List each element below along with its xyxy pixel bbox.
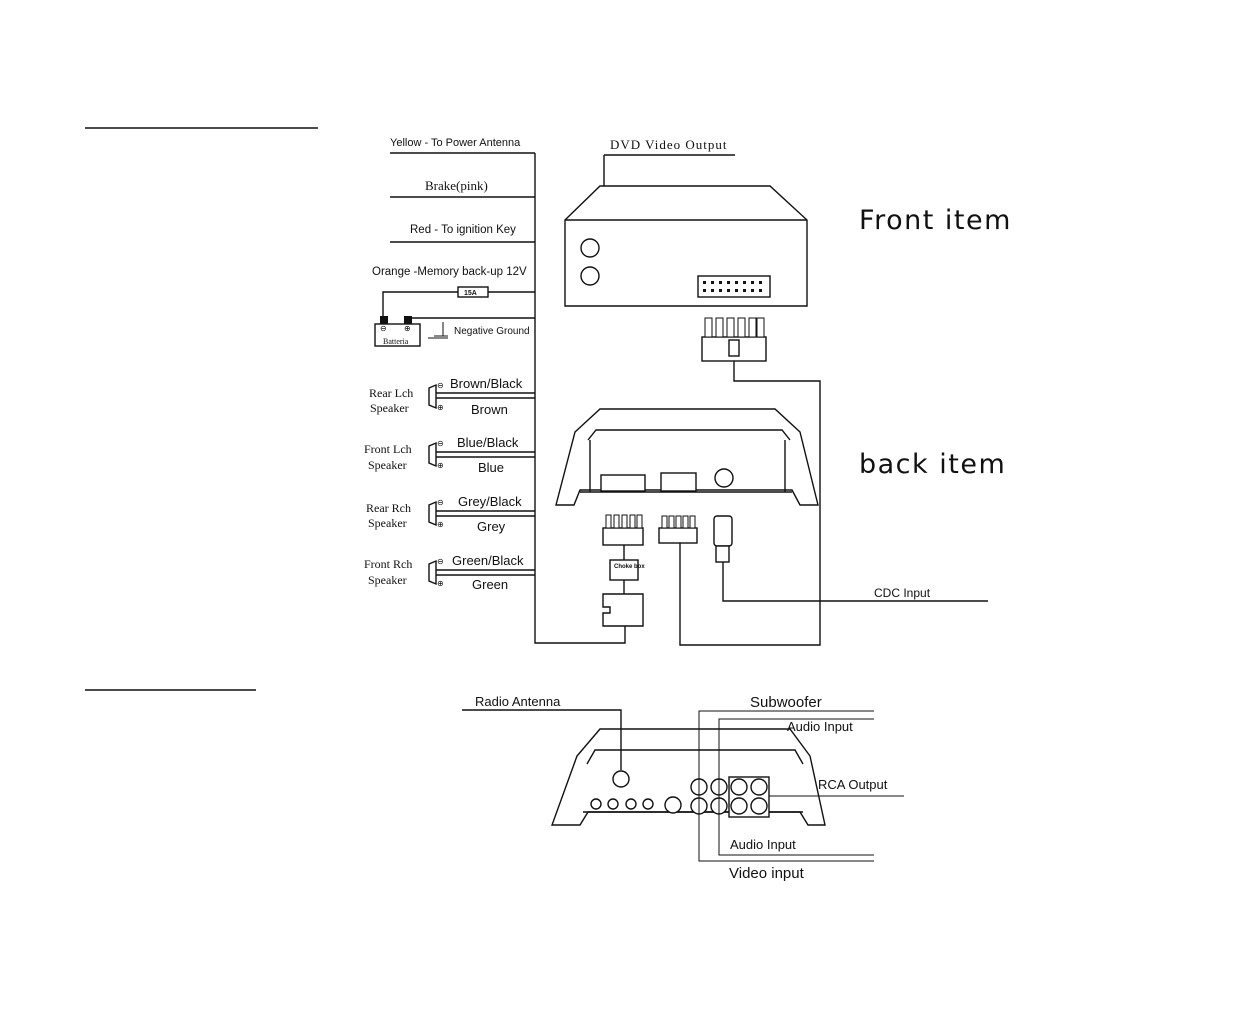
svg-text:⊕: ⊕ — [437, 520, 444, 529]
radio-antenna-label: Radio Antenna — [475, 694, 561, 709]
yellow-wire-label: Yellow - To Power Antenna — [390, 137, 521, 149]
plug-left — [602, 527, 644, 546]
svg-text:⊖: ⊖ — [437, 498, 444, 507]
orange-wire-label: Orange -Memory back-up 12V — [372, 266, 527, 278]
svg-text:Front Rch: Front Rch — [364, 557, 412, 571]
choke-box — [609, 559, 639, 581]
rear-panel: Radio Antenna Subwoofer Audio Input RCA … — [462, 694, 904, 882]
fuse-icon — [457, 286, 489, 298]
subwoofer-label: Subwoofer — [750, 694, 822, 711]
svg-text:Green: Green — [472, 577, 508, 592]
ground-label: Negative Ground — [454, 326, 530, 337]
svg-text:Front Lch: Front Lch — [364, 442, 412, 456]
svg-text:Blue: Blue — [478, 460, 504, 475]
svg-text:Brown/Black: Brown/Black — [450, 376, 523, 391]
svg-text:Speaker: Speaker — [368, 516, 407, 530]
svg-text:⊕: ⊕ — [437, 403, 444, 412]
front-unit-body — [564, 185, 808, 307]
choke-box-label: Choke box — [614, 564, 645, 570]
svg-text:⊖: ⊖ — [380, 324, 387, 333]
speaker-icon — [428, 383, 437, 410]
svg-text:⊕: ⊕ — [437, 461, 444, 470]
svg-text:Brown: Brown — [471, 402, 508, 417]
front-unit: DVD Video Output — [564, 137, 821, 646]
svg-text:⊕: ⊕ — [404, 324, 411, 333]
red-wire-label: Red - To ignition Key — [410, 224, 516, 236]
svg-text:Blue/Black: Blue/Black — [457, 435, 519, 450]
svg-text:⊖: ⊖ — [437, 439, 444, 448]
svg-text:⊖: ⊖ — [437, 557, 444, 566]
battery-label: Batteria — [383, 337, 409, 346]
back-unit: Choke box CDC Input — [555, 408, 988, 627]
plug-mid — [658, 527, 698, 544]
speaker-front-lch: Front Lch Speaker ⊖ ⊕ Blue/Black Blue — [364, 435, 535, 475]
cdc-input-label: CDC Input — [874, 586, 931, 600]
svg-text:⊕: ⊕ — [437, 579, 444, 588]
power-wires: Yellow - To Power Antenna Brake(pink) Re… — [372, 137, 535, 347]
svg-text:Speaker: Speaker — [370, 401, 409, 415]
svg-text:Rear Rch: Rear Rch — [366, 501, 411, 515]
video-jack-2 — [580, 266, 600, 286]
fuse-label: 15A — [464, 290, 477, 297]
video-input-label: Video input — [729, 865, 805, 882]
brake-wire-label: Brake(pink) — [425, 178, 488, 193]
speaker-icon — [428, 500, 437, 527]
svg-text:Grey: Grey — [477, 519, 506, 534]
iso-connector — [602, 593, 644, 627]
antenna-jack — [612, 770, 630, 788]
rear-panel-body — [551, 728, 826, 826]
speaker-rear-lch: Rear Lch Speaker ⊖ ⊕ Brown/Black Brown — [369, 376, 535, 417]
speaker-front-rch: Front Rch Speaker ⊖ ⊕ Green/Black Green — [364, 553, 535, 592]
speaker-icon — [428, 559, 437, 586]
svg-text:Green/Black: Green/Black — [452, 553, 524, 568]
video-input-leader — [698, 710, 874, 862]
audio-input-top-label: Audio Input — [787, 719, 853, 734]
svg-text:Speaker: Speaker — [368, 458, 407, 472]
back-round-jack — [714, 468, 734, 488]
video-jack-1 — [580, 238, 600, 258]
back-connector-mid — [660, 472, 697, 492]
audio-input-bottom-label: Audio Input — [730, 837, 796, 852]
battery-icon: ⊖ ⊕ Batteria — [374, 316, 421, 347]
front-unit-connector — [697, 275, 771, 298]
svg-text:⊖: ⊖ — [437, 381, 444, 390]
plug-cdc — [713, 515, 733, 547]
svg-text:Grey/Black: Grey/Black — [458, 494, 522, 509]
svg-text:Rear Lch: Rear Lch — [369, 386, 413, 400]
svg-text:Speaker: Speaker — [368, 573, 407, 587]
speaker-rear-rch: Rear Rch Speaker ⊖ ⊕ Grey/Black Grey — [366, 494, 535, 534]
back-connector-left — [600, 474, 646, 492]
ground-icon — [428, 322, 448, 339]
dvd-output-label: DVD Video Output — [610, 137, 728, 152]
back-item-title: back item — [859, 449, 1006, 480]
front-item-title: Front item — [859, 205, 1012, 236]
speaker-icon — [428, 441, 437, 468]
rca-output-label: RCA Output — [818, 777, 888, 792]
